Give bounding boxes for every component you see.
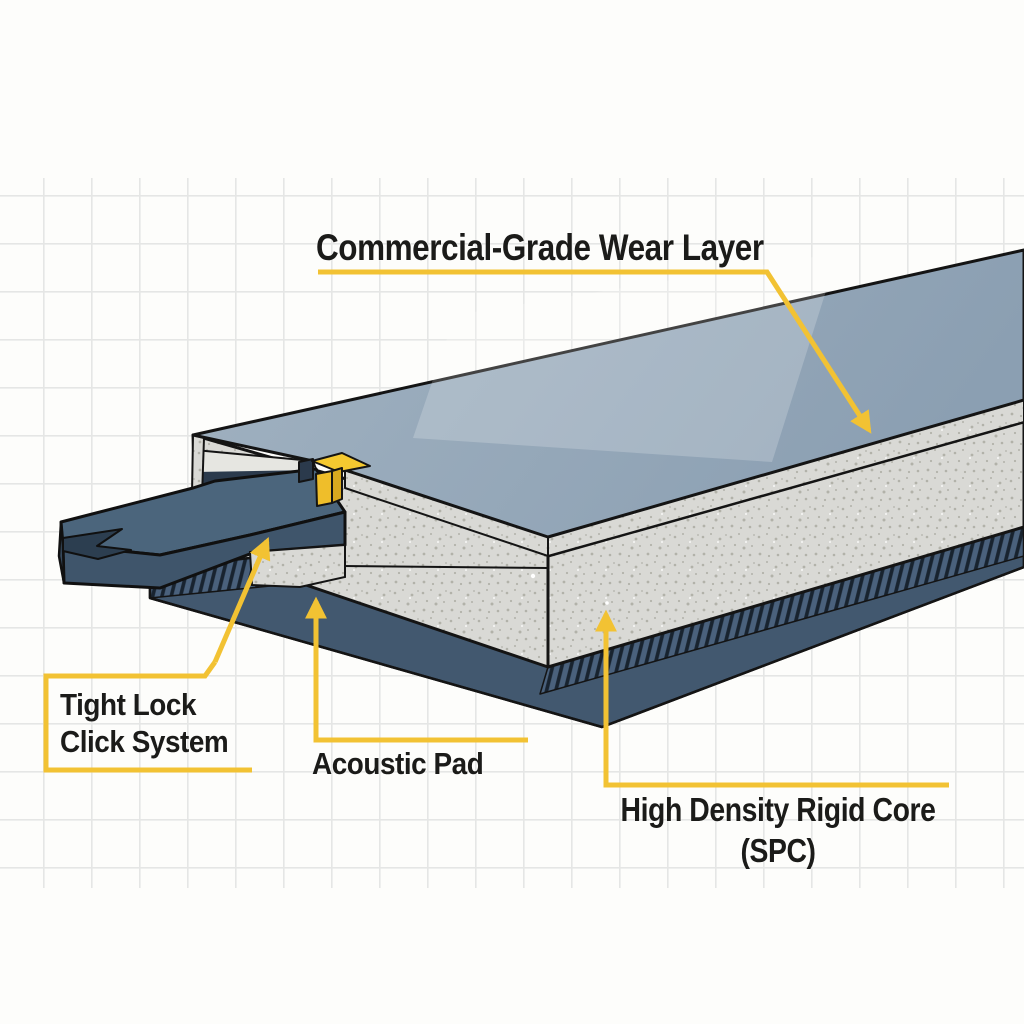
core-label: High Density Rigid Core (SPC) bbox=[606, 789, 950, 871]
click-system-leader bbox=[212, 536, 271, 663]
acoustic-pad-leader bbox=[304, 596, 528, 743]
core-label-line1: High Density Rigid Core bbox=[620, 791, 936, 828]
acoustic-pad-label: Acoustic Pad bbox=[312, 746, 484, 781]
core-leader bbox=[594, 609, 949, 788]
locking-clip bbox=[298, 452, 371, 507]
tongue-plank bbox=[57, 467, 347, 590]
wear-layer-label: Commercial-Grade Wear Layer bbox=[316, 227, 764, 268]
click-system-label-line1: Tight Lock bbox=[60, 687, 197, 722]
annotation-lines bbox=[43, 269, 949, 788]
click-system-label: Tight Lock Click System bbox=[60, 686, 229, 760]
tongue-end-notch bbox=[62, 528, 132, 560]
click-system-label-line2: Click System bbox=[60, 724, 229, 759]
wear-layer-leader bbox=[318, 269, 872, 434]
click-system-label-box bbox=[43, 660, 252, 773]
core-label-line2: (SPC) bbox=[740, 832, 816, 869]
surface-sheen bbox=[413, 253, 838, 462]
